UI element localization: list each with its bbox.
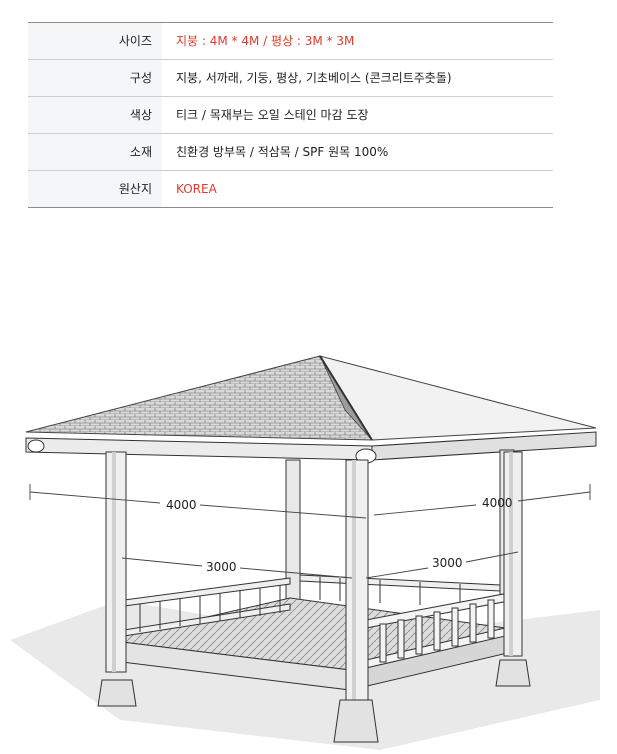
footings xyxy=(97,659,531,743)
spec-value: 지붕, 서까래, 기둥, 평상, 기초베이스 (콘크리트주춧돌) xyxy=(176,71,452,85)
spec-label: 색상 xyxy=(28,97,162,133)
spec-row-size: 사이즈 지붕 : 4M * 4M / 평상 : 3M * 3M xyxy=(28,23,553,60)
spec-label: 소재 xyxy=(28,134,162,170)
spec-value: 친환경 방부목 / 적삼목 / SPF 원목 100% xyxy=(176,145,389,159)
roof xyxy=(25,355,597,441)
floor-left-dimension: 3000 xyxy=(206,560,237,574)
spec-value: 티크 / 목재부는 오일 스테인 마감 도장 xyxy=(176,108,369,122)
spec-row-material: 소재 친환경 방부목 / 적삼목 / SPF 원목 100% xyxy=(28,134,553,171)
spec-value: KOREA xyxy=(176,182,217,196)
roof-right-dimension: 4000 xyxy=(482,496,513,510)
gazebo-diagram: 4000 4000 3000 3000 xyxy=(10,355,600,750)
spec-label: 구성 xyxy=(28,60,162,96)
roof-left-dimension: 4000 xyxy=(166,498,197,512)
spec-table: 사이즈 지붕 : 4M * 4M / 평상 : 3M * 3M 구성 지붕, 서… xyxy=(28,22,553,208)
top-beams xyxy=(25,431,597,464)
spec-value: 지붕 : 4M * 4M / 평상 : 3M * 3M xyxy=(176,34,355,48)
spec-label: 사이즈 xyxy=(28,23,162,59)
spec-row-composition: 구성 지붕, 서까래, 기둥, 평상, 기초베이스 (콘크리트주춧돌) xyxy=(28,60,553,97)
back-railing xyxy=(123,574,501,637)
spec-row-color: 색상 티크 / 목재부는 오일 스테인 마감 도장 xyxy=(28,97,553,134)
front-railing xyxy=(365,591,515,669)
spec-label: 원산지 xyxy=(28,171,162,207)
floor-right-dimension: 3000 xyxy=(432,556,463,570)
dimension-lines xyxy=(29,484,591,579)
spec-row-origin: 원산지 KOREA xyxy=(28,171,553,208)
